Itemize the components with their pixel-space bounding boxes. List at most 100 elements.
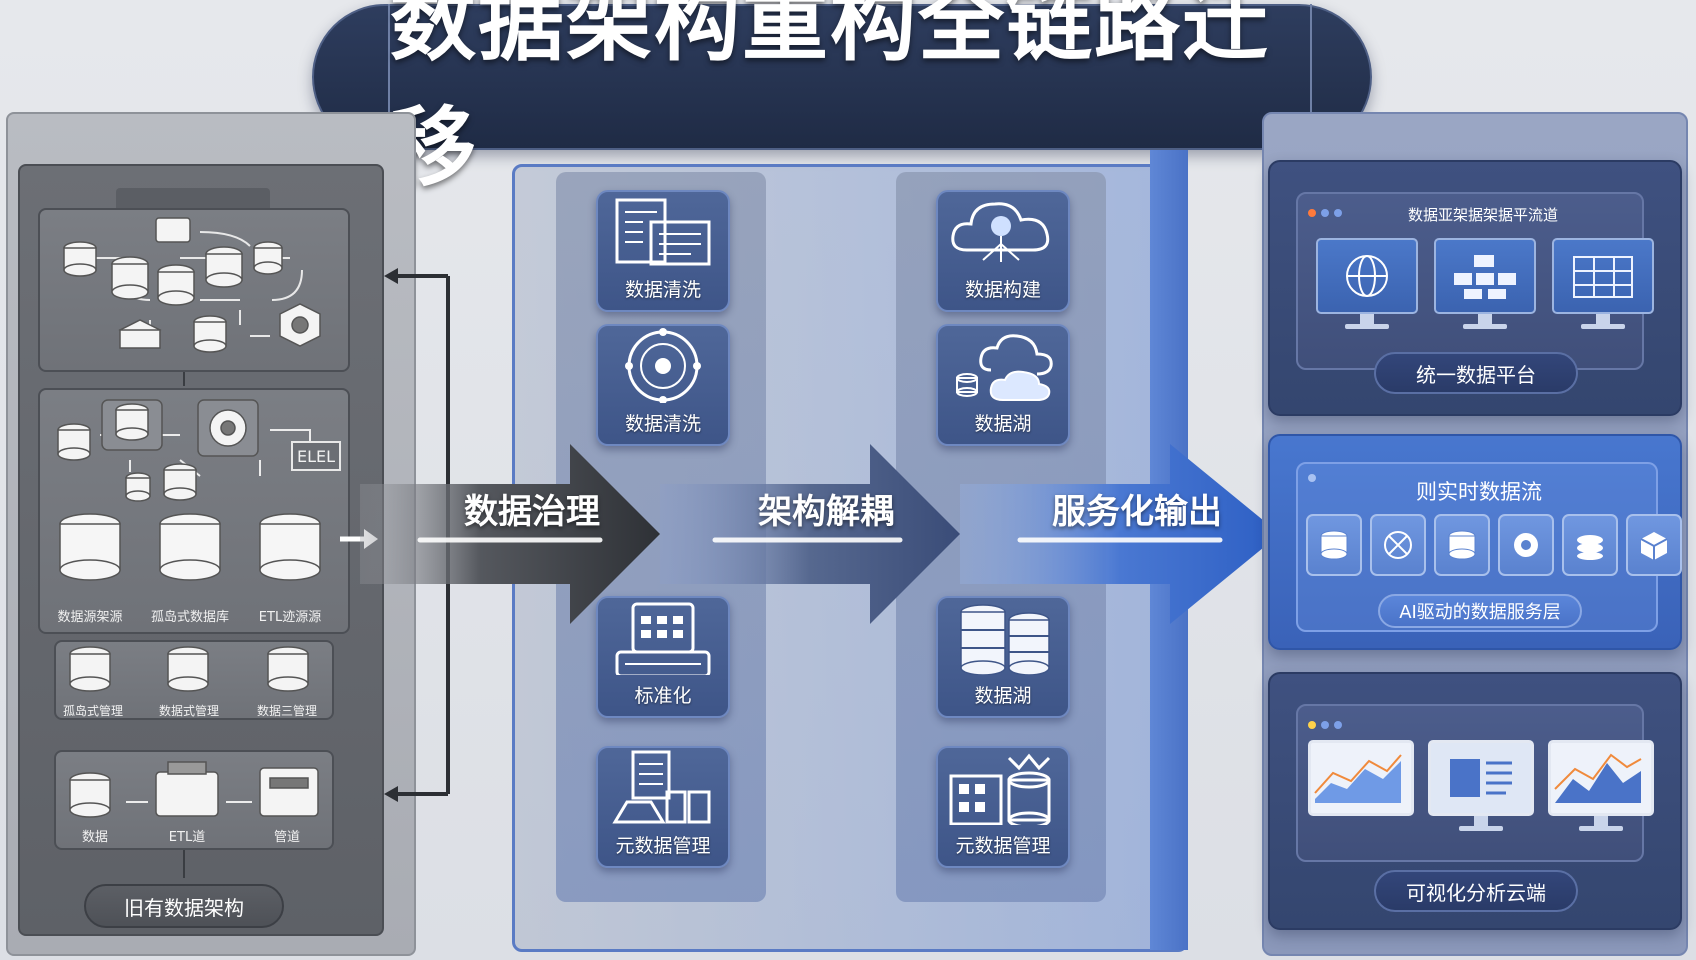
visual-analytics-panel: 可视化分析云端	[1268, 672, 1682, 930]
database-cluster-icon	[960, 604, 1050, 675]
window-dot	[1308, 721, 1316, 729]
window-dot	[1321, 721, 1329, 729]
cloud-storage-icon	[956, 334, 1053, 401]
platform-window: 数据亚架据架据平流道	[1296, 192, 1654, 370]
realtime-service-panel: 则实时数据流 AI驱动的数据服务层	[1268, 434, 1682, 650]
service-cards	[1306, 514, 1682, 576]
tile-label: 数据清洗	[624, 279, 701, 301]
building-database-icon	[949, 753, 1051, 825]
tile-data-lake-2: 数据湖	[936, 596, 1070, 718]
monitor-screen	[1316, 238, 1418, 314]
document-icon	[1450, 759, 1512, 797]
legacy-database-row	[59, 513, 321, 581]
window-controls	[1308, 714, 1347, 733]
document-stack-icon	[155, 217, 191, 243]
flow-label-governance: 数据治理	[464, 492, 600, 532]
flow-label-service-output: 服务化输出	[1052, 492, 1222, 532]
database-icon	[259, 513, 321, 581]
legacy-node-label: 孤岛式数据库	[150, 610, 229, 625]
connector	[183, 850, 185, 878]
analytics-chart	[1308, 740, 1414, 816]
tile-label: 元数据管理	[955, 835, 1051, 857]
tile-label: 元数据管理	[615, 835, 711, 857]
legacy-node-label: 数据	[81, 830, 108, 845]
title-frame: 数据架构重构全链路迁移	[388, 0, 1312, 198]
globe-network-icon	[1346, 255, 1388, 297]
monitor-screen	[1552, 238, 1654, 314]
legacy-tab	[116, 188, 270, 210]
monitor	[1548, 740, 1654, 831]
database-icon	[163, 463, 197, 501]
realtime-title: 则实时数据流	[1416, 480, 1542, 504]
database-icon	[1320, 530, 1348, 560]
server-icon	[155, 771, 219, 817]
calendar-server-icon	[615, 602, 711, 675]
network-icon	[1384, 531, 1412, 559]
migration-flow-arrows	[360, 444, 1280, 624]
monitor	[1434, 238, 1536, 329]
tile-standardization: 标准化	[596, 596, 730, 718]
analytics-screens	[1308, 740, 1654, 831]
analytics-document	[1428, 740, 1534, 816]
arrow-left-icon	[384, 786, 398, 802]
window-dot	[1321, 209, 1329, 217]
legacy-architecture-label: 旧有数据架构	[84, 884, 284, 928]
etl-tag: ELEL	[297, 447, 335, 466]
monitor	[1316, 238, 1418, 329]
gear-icon	[1514, 533, 1538, 557]
platform-monitors	[1316, 238, 1654, 329]
service-card	[1306, 514, 1362, 576]
legacy-node-label: 孤岛式管理	[62, 704, 123, 718]
realtime-window: 则实时数据流 AI驱动的数据服务层	[1296, 462, 1682, 632]
arrow-left-icon	[384, 268, 398, 284]
connector	[183, 372, 185, 386]
database-icon	[69, 772, 111, 818]
window-dot	[1308, 209, 1316, 217]
database-icon	[1448, 530, 1476, 560]
legacy-integration-diagram: ELEL	[57, 399, 341, 502]
service-card	[1498, 514, 1554, 576]
metadata-icon	[612, 750, 711, 824]
arrow-stage-2	[660, 444, 960, 624]
monitor	[1552, 238, 1654, 329]
cloud-icon	[951, 202, 1050, 262]
machine-icon	[259, 767, 319, 817]
database-icon	[57, 423, 91, 461]
service-card	[1562, 514, 1618, 576]
disk-stack-icon	[1577, 535, 1603, 560]
tile-metadata-management-2: 元数据管理	[936, 746, 1070, 868]
legacy-node-label: 数据式管理	[158, 704, 219, 718]
tile-label: 数据湖	[974, 685, 1032, 707]
hierarchy-icon	[1454, 255, 1516, 299]
analytics-window	[1296, 704, 1654, 862]
service-card	[1626, 514, 1682, 576]
database-icon	[159, 513, 221, 581]
legacy-management-icons	[69, 646, 309, 692]
tile-label: 数据湖	[974, 413, 1032, 435]
area-chart-icon	[1314, 754, 1402, 803]
ai-service-label: AI驱动的数据服务层	[1378, 594, 1582, 628]
grid-chart-icon	[1573, 256, 1633, 298]
database-icon	[69, 646, 111, 692]
tile-label: 标准化	[634, 685, 692, 707]
database-icon	[193, 315, 227, 353]
tile-metadata-management: 元数据管理	[596, 746, 730, 868]
title-banner	[312, 4, 1372, 150]
arrow-stage-1	[360, 444, 660, 624]
platform-header: 数据亚架据架据平流道	[1407, 206, 1558, 224]
tile-data-cleansing-2: 数据清洗	[596, 324, 730, 446]
legacy-management-row: 孤岛式管理 数据式管理 数据三管理	[54, 640, 334, 720]
legacy-node-label: 管道	[273, 830, 300, 845]
service-card	[1370, 514, 1426, 576]
database-icon	[59, 513, 121, 581]
monitor-screen	[1434, 238, 1536, 314]
database-icon	[157, 264, 195, 306]
network-globe-icon	[625, 328, 701, 403]
document-icon	[615, 198, 711, 266]
visual-analytics-label: 可视化分析云端	[1374, 870, 1578, 912]
tile-data-cleansing: 数据清洗	[596, 190, 730, 312]
unified-platform-label: 统一数据平台	[1374, 352, 1578, 394]
unified-platform-panel: 数据亚架据架据平流道 统一数据平台	[1268, 160, 1682, 416]
page-title: 数据架构重构全链路迁移	[390, 0, 1270, 198]
database-icon	[125, 472, 151, 502]
